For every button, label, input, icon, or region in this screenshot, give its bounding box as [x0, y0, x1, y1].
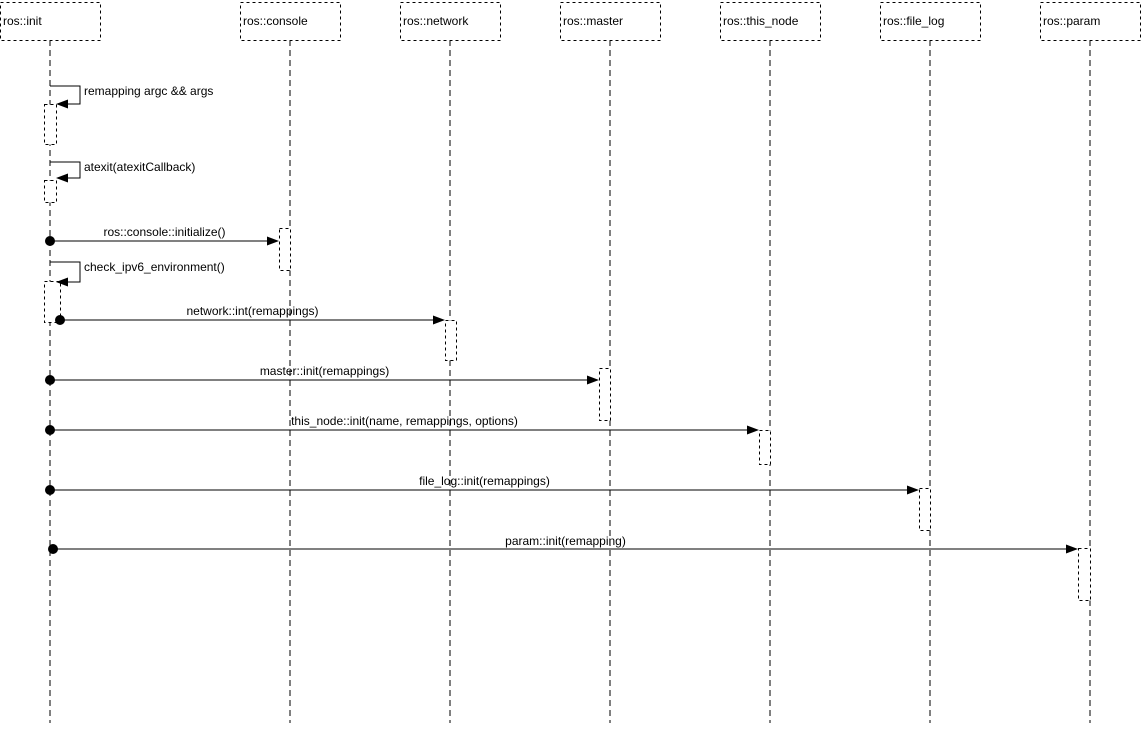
arrowhead-icon [56, 277, 68, 287]
message-label: param::init(remapping) [505, 534, 626, 548]
message-label: atexit(atexitCallback) [84, 160, 195, 174]
participant-box [560, 2, 661, 41]
arrowhead-icon [267, 236, 279, 246]
message-start-circle [55, 315, 65, 325]
message-label: remapping argc && args [84, 84, 213, 98]
message-start-circle [45, 236, 55, 246]
participant-box [1040, 2, 1141, 41]
arrowhead-icon [1066, 544, 1078, 554]
activation-box [919, 488, 931, 531]
arrowhead-icon [747, 425, 759, 435]
self-message-line [50, 85, 81, 105]
message-label: file_log::init(remappings) [419, 474, 550, 488]
activation-box [759, 430, 771, 465]
message-start-circle [45, 375, 55, 385]
participant-box [0, 2, 101, 41]
self-message-line [50, 161, 81, 179]
participant-box [240, 2, 341, 41]
participant-label: ros::param [1043, 14, 1100, 28]
message-start-circle [45, 485, 55, 495]
activation-box [44, 180, 57, 203]
activation-box [599, 368, 611, 421]
arrowhead-icon [56, 99, 68, 109]
self-message-line [50, 261, 81, 283]
arrowhead-icon [587, 375, 599, 385]
participant-label: ros::network [403, 14, 469, 28]
message-label: check_ipv6_environment() [84, 260, 225, 274]
activation-box [1078, 548, 1091, 601]
arrowhead-icon [907, 485, 919, 495]
message-start-circle [45, 425, 55, 435]
message-label: this_node::init(name, remappings, option… [291, 414, 518, 428]
participant-label: ros::this_node [723, 14, 799, 28]
message-label: master::init(remappings) [260, 364, 389, 378]
activation-box [44, 281, 61, 323]
arrowhead-icon [56, 173, 68, 183]
participant-box [400, 2, 501, 41]
message-label: network::int(remappings) [186, 304, 318, 318]
message-start-circle [48, 544, 58, 554]
participant-box [880, 2, 981, 41]
participant-label: ros::file_log [883, 14, 944, 28]
participant-box [720, 2, 821, 41]
participant-label: ros::init [3, 14, 42, 28]
activation-box [44, 104, 57, 145]
activation-box [445, 320, 457, 361]
participant-label: ros::console [243, 14, 308, 28]
activation-box [279, 228, 291, 271]
participant-label: ros::master [563, 14, 623, 28]
arrowhead-icon [433, 315, 445, 325]
message-label: ros::console::initialize() [103, 225, 225, 239]
